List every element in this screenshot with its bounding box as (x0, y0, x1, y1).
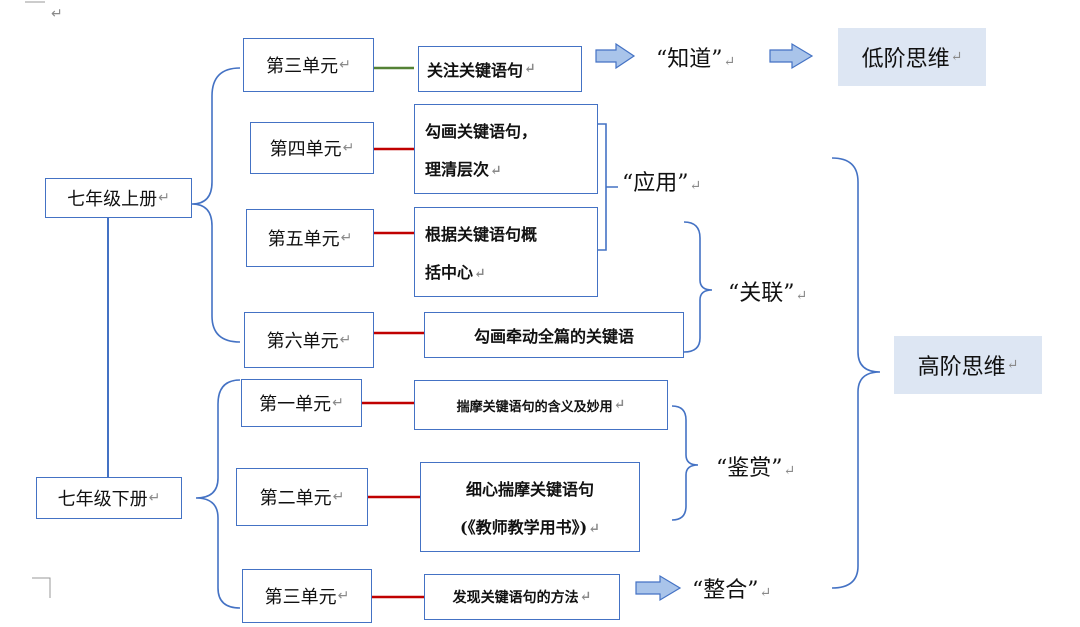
para-mark: ↵ (340, 230, 353, 246)
task-text-line2: 括中心 (425, 263, 474, 282)
unit-label: 第五单元 (267, 229, 340, 250)
para-mark: ↵ (613, 397, 626, 413)
unit-box-1: 第一单元↵ (241, 379, 362, 427)
level-guanlian: “关联”↵ (728, 275, 807, 307)
para-mark: ↵ (759, 585, 772, 601)
page-corner-mark-bottom (32, 577, 51, 598)
level-text: “应用” (622, 171, 689, 196)
bracket-guanlian (683, 221, 713, 353)
low-thinking-box: 低阶思维↵ (838, 28, 986, 86)
task-text: 发现关键语句的方法 (452, 590, 579, 606)
task-text-line1: 细心揣摩关键语句 (465, 480, 594, 499)
unit-box-3-lower: 第三单元↵ (242, 569, 372, 623)
bracket-high-thinking (831, 157, 881, 589)
para-mark: ↵ (783, 463, 796, 479)
para-mark: ↵ (337, 588, 350, 604)
task-text-line1: 勾画关键语句， (425, 122, 538, 141)
high-thinking-box: 高阶思维↵ (894, 336, 1042, 394)
level-text: “关联” (728, 281, 795, 306)
grade-upper-label: 七年级上册 (67, 189, 158, 210)
task-box-6: 细心揣摩关键语句 (《教师教学用书》)↵ (420, 462, 640, 552)
arrow-right-1 (595, 42, 636, 70)
para-mark: ↵ (950, 49, 963, 65)
task-text-line2: 理清层次 (425, 160, 490, 179)
para-mark: ↵ (342, 140, 355, 156)
para-mark: ↵ (524, 61, 536, 77)
grade-box-lower: 七年级下册↵ (36, 477, 182, 519)
task-text: 勾画牵动全篇的关键语 (473, 327, 634, 346)
bracket-jianshang (671, 405, 699, 521)
para-mark: ↵ (332, 489, 345, 505)
level-text: “鉴赏” (716, 456, 783, 481)
bracket-yingyong (598, 123, 618, 251)
para-mark: ↵ (490, 163, 502, 179)
para-mark: ↵ (588, 521, 600, 537)
unit-box-3-upper: 第三单元↵ (243, 38, 374, 92)
unit-box-2: 第二单元↵ (236, 468, 368, 526)
level-jianshang: “鉴赏”↵ (716, 450, 795, 482)
task-box-1: 关注关键语句↵ (418, 46, 582, 92)
para-mark: ↵ (474, 266, 486, 282)
unit-label: 第六单元 (266, 331, 339, 352)
para-mark: ↵ (158, 190, 170, 206)
unit-label: 第三单元 (266, 56, 339, 77)
para-mark: ↵ (723, 54, 736, 70)
level-text: “整合” (692, 578, 759, 603)
task-text: 揣摩关键语句的含义及妙用 (456, 399, 613, 415)
unit-label: 第二单元 (259, 488, 332, 509)
task-box-5: 揣摩关键语句的含义及妙用↵ (414, 380, 668, 430)
unit-label: 第一单元 (259, 394, 332, 415)
para-mark: ↵ (689, 178, 702, 194)
task-text-line2: (《教师教学用书》) (460, 518, 588, 537)
level-zhidao: “知道”↵ (656, 41, 735, 73)
para-mark: ↵ (579, 589, 592, 605)
para-mark: ↵ (339, 332, 352, 348)
upper-grade-bracket (191, 67, 241, 343)
unit-box-5: 第五单元↵ (246, 209, 374, 267)
task-box-2: 勾画关键语句， 理清层次↵ (414, 104, 598, 194)
grade-lower-label: 七年级下册 (57, 489, 148, 510)
lower-grade-bracket (195, 379, 241, 609)
arrow-right-3 (635, 574, 682, 602)
para-mark: ↵ (339, 57, 351, 73)
para-mark: ↵ (148, 490, 161, 506)
task-text: 关注关键语句 (427, 61, 524, 80)
task-box-3: 根据关键语句概 括中心↵ (414, 207, 598, 297)
level-text: “知道” (656, 47, 723, 72)
unit-label: 第三单元 (264, 587, 337, 608)
arrow-right-2 (769, 42, 814, 70)
task-box-7: 发现关键语句的方法↵ (424, 574, 620, 620)
para-mark: ↵ (332, 395, 344, 411)
unit-box-6: 第六单元↵ (244, 312, 374, 368)
task-text-line1: 根据关键语句概 (425, 225, 538, 244)
low-thinking-text: 低阶思维 (861, 47, 950, 72)
grade-box-upper: 七年级上册↵ (45, 178, 192, 218)
para-mark-top-left: ↵ (51, 6, 63, 22)
unit-label: 第四单元 (269, 139, 342, 160)
task-box-4: 勾画牵动全篇的关键语 (424, 312, 684, 358)
high-thinking-text: 高阶思维 (917, 355, 1006, 380)
unit-box-4: 第四单元↵ (250, 122, 374, 174)
level-yingyong: “应用”↵ (622, 165, 701, 197)
para-mark: ↵ (1006, 357, 1019, 373)
para-mark: ↵ (795, 288, 808, 304)
level-zhenghe: “整合”↵ (692, 572, 771, 604)
